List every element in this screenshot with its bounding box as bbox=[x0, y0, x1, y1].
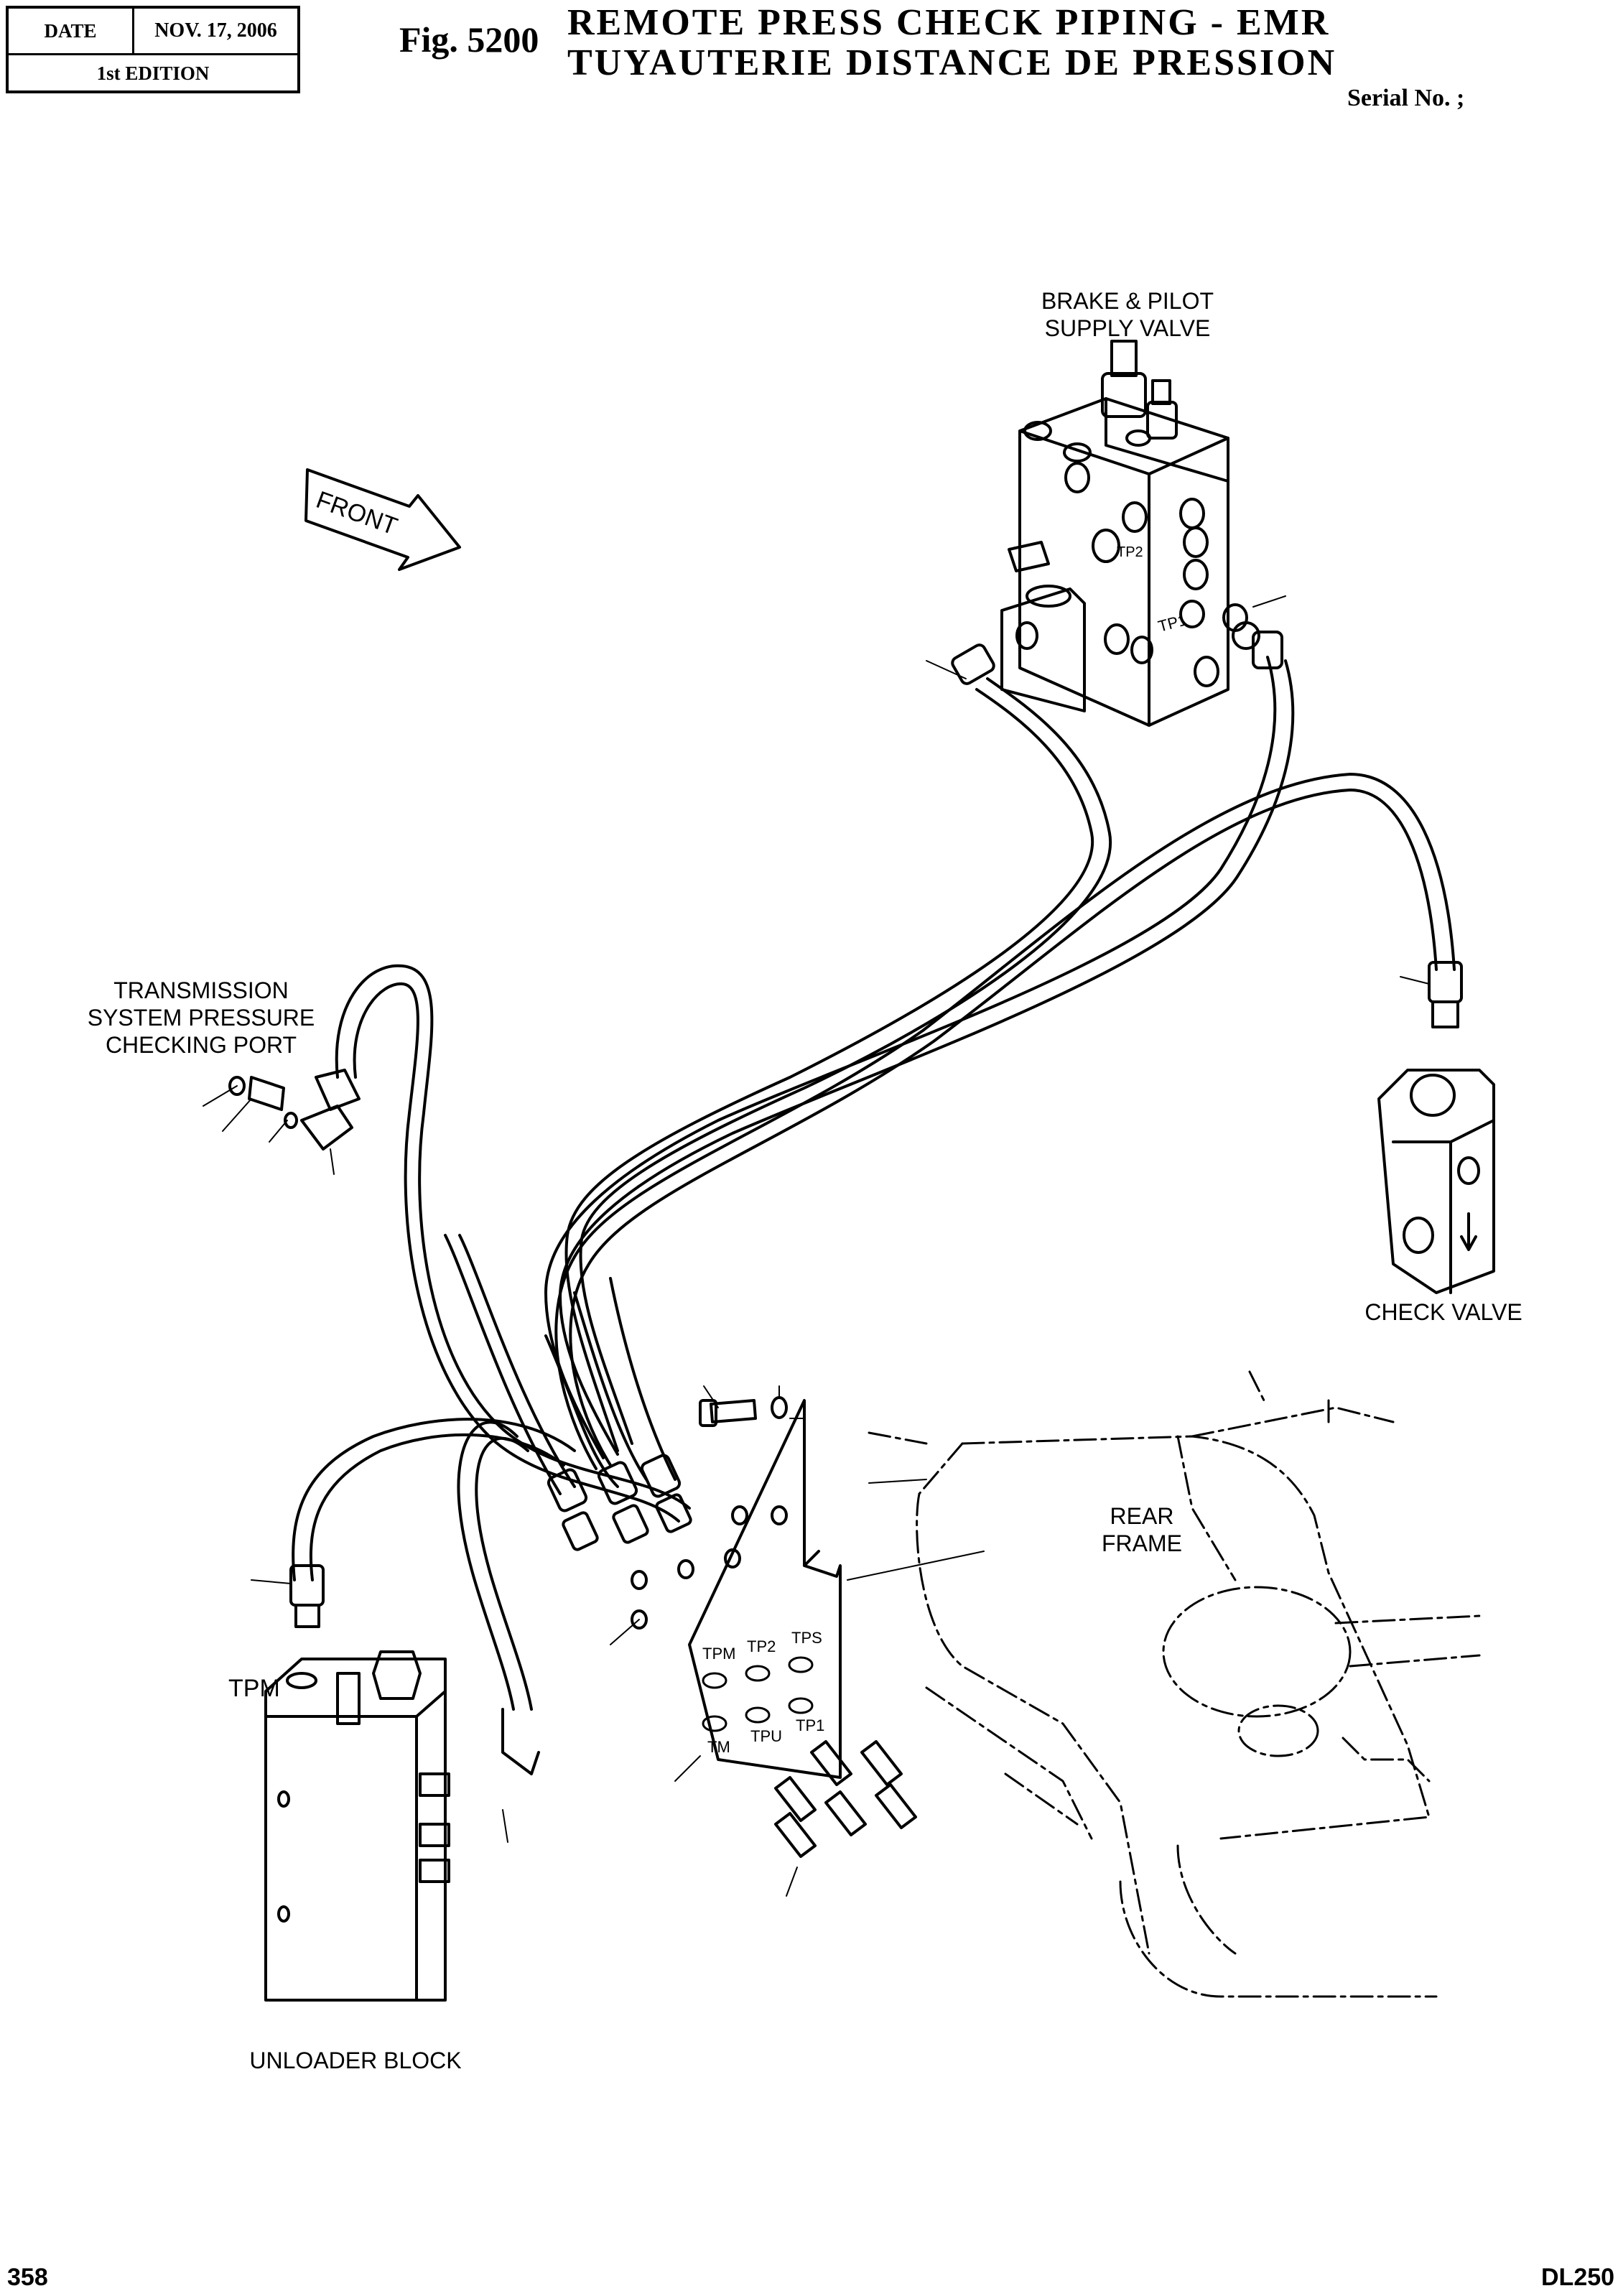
plate-port-tpm: TPM bbox=[702, 1645, 735, 1663]
label-transmission-line3: CHECKING PORT bbox=[105, 1032, 297, 1058]
label-brake-line2: SUPPLY VALVE bbox=[1044, 315, 1211, 341]
brake-pilot-supply-valve bbox=[1000, 340, 1260, 727]
hose-check-valve bbox=[554, 773, 1463, 1470]
date-value: NOV. 17, 2006 bbox=[154, 19, 277, 42]
title-french: TUYAUTERIE DISTANCE DE PRESSION bbox=[567, 42, 1337, 83]
label-unloader-block: UNLOADER BLOCK bbox=[249, 2048, 462, 2073]
hose-end-fittings bbox=[547, 1454, 692, 1551]
plate-port-tps: TPS bbox=[791, 1629, 822, 1647]
transmission-port-fittings bbox=[228, 1069, 361, 1151]
hose-brake-valve-right bbox=[544, 631, 1295, 1459]
plate-port-holes bbox=[702, 1656, 814, 1732]
bracket-plate bbox=[688, 1399, 842, 1779]
fitting-rings bbox=[631, 1505, 788, 1630]
label-transmission-line1: TRANSMISSION bbox=[113, 977, 289, 1003]
label-rear-line2: FRAME bbox=[1102, 1530, 1182, 1556]
serial-number: Serial No. ; bbox=[1347, 85, 1465, 111]
rear-frame bbox=[868, 1370, 1481, 1998]
check-valve bbox=[1377, 1069, 1495, 1294]
plate-port-tpu: TPU bbox=[750, 1727, 782, 1745]
label-transmission-line2: SYSTEM PRESSURE bbox=[87, 1005, 315, 1031]
label-rear-line1: REAR bbox=[1110, 1503, 1174, 1529]
label-transmission-checking-port: TRANSMISSION SYSTEM PRESSURE CHECKING PO… bbox=[79, 977, 323, 1059]
hose-transmission bbox=[335, 964, 691, 1523]
front-arrow bbox=[304, 468, 461, 571]
plate-port-tm: TM bbox=[707, 1738, 730, 1756]
bolt-and-washer bbox=[699, 1396, 788, 1427]
date-label: DATE bbox=[9, 9, 134, 53]
leader-lines bbox=[203, 595, 1430, 1897]
title-english: REMOTE PRESS CHECK PIPING - EMR bbox=[567, 2, 1331, 43]
model-number: DL250 bbox=[1541, 2264, 1615, 2291]
label-check-valve: CHECK VALVE bbox=[1364, 1299, 1522, 1325]
label-rear-frame: REAR FRAME bbox=[1092, 1502, 1192, 1557]
plate-port-labels: TPM TP2 TPS TM TPU TP1 bbox=[702, 1629, 824, 1756]
hose-unloader-side bbox=[457, 1421, 540, 1775]
label-tpm: TPM bbox=[228, 1675, 280, 1702]
test-point-nipples bbox=[774, 1740, 917, 1858]
plate-port-tp1: TP1 bbox=[796, 1716, 824, 1734]
figure-number: Fig. 5200 bbox=[399, 19, 539, 60]
page-number: 358 bbox=[7, 2264, 48, 2291]
port-label-tp1: TP1 bbox=[1156, 610, 1189, 636]
front-label: FRONT bbox=[312, 486, 401, 541]
header-date-row: DATE NOV. 17, 2006 bbox=[9, 9, 297, 55]
hose-brake-valve-left bbox=[564, 643, 1112, 1452]
plate-port-tp2: TP2 bbox=[747, 1637, 776, 1655]
unloader-block bbox=[264, 1650, 450, 2002]
label-brake-line1: BRAKE & PILOT bbox=[1041, 288, 1214, 314]
header-info-box: DATE NOV. 17, 2006 1st EDITION bbox=[6, 6, 300, 93]
port-label-tp2: TP2 bbox=[1117, 544, 1143, 560]
label-brake-pilot-supply-valve: BRAKE & PILOT SUPPLY VALVE bbox=[1034, 287, 1221, 342]
edition-label: 1st EDITION bbox=[96, 62, 210, 84]
